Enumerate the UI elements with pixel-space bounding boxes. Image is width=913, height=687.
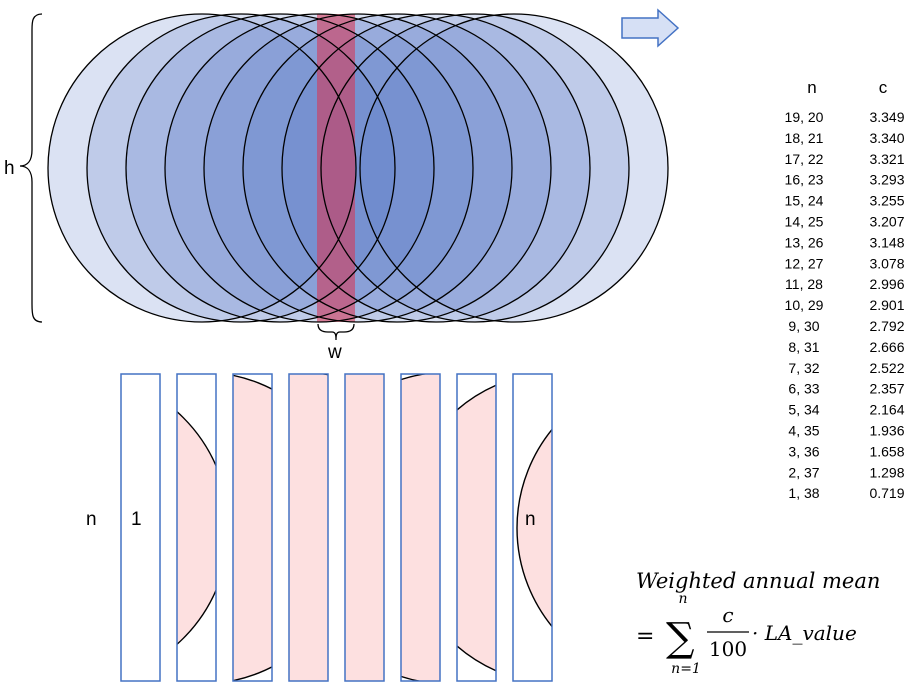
table-cell-c: 0.719 xyxy=(869,485,904,501)
table-cell-n: 6, 33 xyxy=(788,381,819,397)
strip-segment-8 xyxy=(516,428,552,628)
table-cell-n: 15, 24 xyxy=(785,193,824,209)
circle-outline-2 xyxy=(86,13,396,323)
table-cell-n: 16, 23 xyxy=(785,172,824,188)
table-cell-c: 2.357 xyxy=(869,381,904,397)
circle-outline-3 xyxy=(125,13,435,323)
strip-box-1 xyxy=(120,373,161,682)
table-cell-c: 3.148 xyxy=(869,234,904,250)
table-cell-c: 3.293 xyxy=(869,172,904,188)
table-cell-c: 1.936 xyxy=(869,423,904,439)
table-cell-n: 10, 29 xyxy=(785,297,824,313)
strip-segment-1 xyxy=(0,372,117,684)
n-axis-label: n xyxy=(86,509,97,530)
table-cell-c: 3.321 xyxy=(869,151,904,167)
table-cell-c: 3.340 xyxy=(869,130,904,146)
table-cell-c: 1.658 xyxy=(869,443,904,459)
formula-upper-limit: n xyxy=(678,591,687,607)
formula-numerator: c xyxy=(722,603,733,627)
table-cell-n: 19, 20 xyxy=(785,109,824,125)
height-label: h xyxy=(4,158,15,179)
circle-outline-4 xyxy=(164,13,474,323)
strip-segment-3 xyxy=(233,374,272,681)
strip-box-8 xyxy=(512,373,553,682)
strip-segment-4 xyxy=(289,374,328,681)
strip-segment-7 xyxy=(457,384,496,672)
table-cell-n: 12, 27 xyxy=(785,255,824,271)
formula-denominator: 100 xyxy=(709,637,747,661)
coefficient-table: 19, 20 3.349 18, 21 3.340 17, 22 3.321 16, 23 3… xyxy=(785,109,905,501)
circle-outline-8 xyxy=(320,13,630,323)
table-cell-n: 13, 26 xyxy=(785,234,824,250)
table-cell-n: 11, 28 xyxy=(785,276,823,292)
width-label: w xyxy=(327,342,342,363)
circle-5 xyxy=(204,14,512,322)
circle-1 xyxy=(48,14,356,322)
circle-outline-7 xyxy=(281,13,591,323)
strip-segment-5 xyxy=(345,374,384,681)
strip-box-2 xyxy=(176,373,217,682)
formula-title: Weighted annual mean xyxy=(636,569,880,593)
table-cell-c: 1.298 xyxy=(869,464,904,480)
formula-tail: · LA_value xyxy=(752,621,857,645)
circle-8 xyxy=(321,14,629,322)
circle-outline-1 xyxy=(47,13,357,323)
formula-sigma: ∑ xyxy=(666,615,695,661)
circle-9 xyxy=(360,14,668,322)
circle-7 xyxy=(282,14,590,322)
table-cell-n: 3, 36 xyxy=(788,443,819,459)
table-cell-n: 5, 34 xyxy=(788,402,819,418)
table-cell-c: 2.164 xyxy=(869,402,904,418)
table-cell-c: 2.522 xyxy=(869,360,904,376)
highlight-strip xyxy=(317,14,355,322)
table-cell-c: 3.207 xyxy=(869,214,904,230)
strip-box-4 xyxy=(288,373,329,682)
table-cell-n: 17, 22 xyxy=(785,151,824,167)
table-cell-c: 2.996 xyxy=(869,276,904,292)
strip-box-5 xyxy=(344,373,385,682)
table-cell-n: 4, 35 xyxy=(788,423,819,439)
table-cell-n: 2, 37 xyxy=(788,464,819,480)
circle-outline-9 xyxy=(359,13,669,323)
table-cell-c: 3.255 xyxy=(869,193,904,209)
table-header-n: n xyxy=(807,78,816,97)
strip-box-7 xyxy=(456,373,497,682)
width-brace xyxy=(317,323,355,341)
strip-segment-6 xyxy=(401,374,440,681)
table-cell-n: 14, 25 xyxy=(785,214,824,230)
table-cell-c: 3.078 xyxy=(869,255,904,271)
strip-segment-2 xyxy=(177,410,216,646)
table-header-c: c xyxy=(879,78,888,97)
circle-3 xyxy=(126,14,434,322)
strip-segments xyxy=(0,372,553,684)
circle-outline-5 xyxy=(203,13,513,323)
table-cell-n: 7, 32 xyxy=(788,360,819,376)
circle-outlines xyxy=(47,13,669,323)
circle-outline-6 xyxy=(242,13,552,323)
formula-equals: = xyxy=(636,624,654,649)
table-cell-n: 8, 31 xyxy=(788,339,819,355)
height-brace xyxy=(19,13,43,323)
table-cell-c: 2.666 xyxy=(869,339,904,355)
last-segment-label: n xyxy=(525,509,536,530)
first-segment-label: 1 xyxy=(131,509,142,530)
table-cell-c: 2.792 xyxy=(869,318,904,334)
overlapping-circles xyxy=(48,14,668,322)
table-cell-n: 9, 30 xyxy=(788,318,819,334)
right-arrow-icon xyxy=(621,8,680,48)
table-cell-c: 3.349 xyxy=(869,109,904,125)
table-cell-c: 2.901 xyxy=(869,297,904,313)
strip-box-6 xyxy=(400,373,441,682)
table-cell-n: 1, 38 xyxy=(788,485,819,501)
table-cell-n: 18, 21 xyxy=(785,130,824,146)
formula-lower-limit: n=1 xyxy=(671,661,701,677)
strip-box-3 xyxy=(232,373,273,682)
